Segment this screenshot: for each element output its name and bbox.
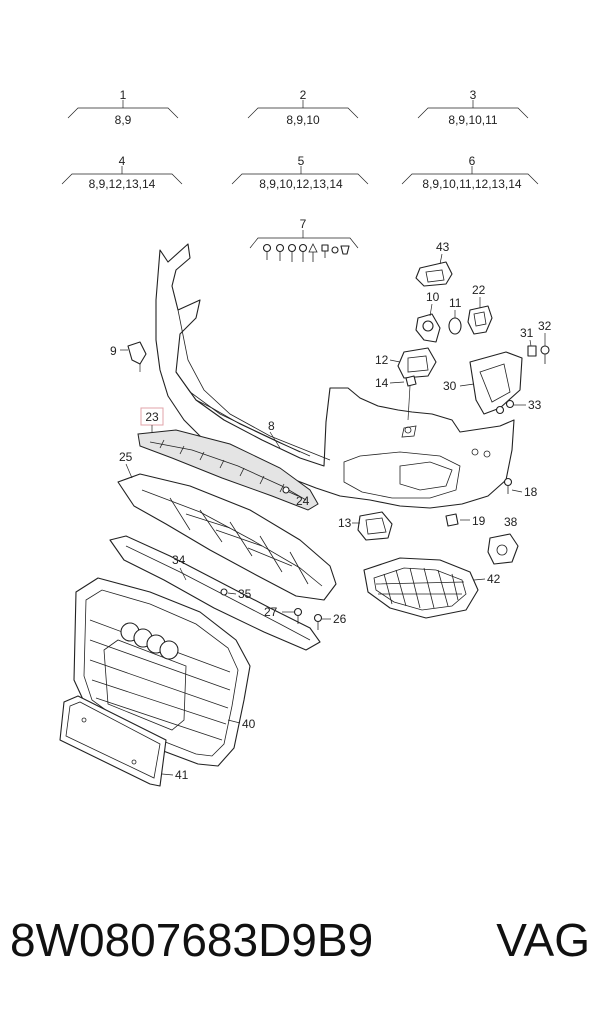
footer: 8W0807683D9B9 VAG (10, 905, 590, 975)
screw-32: 32 (538, 319, 552, 364)
callout-22: 22 (472, 283, 486, 297)
callout-33: 33 (528, 398, 542, 412)
callout-13: 13 (338, 516, 352, 530)
callout-10: 10 (426, 290, 440, 304)
kit-3-items: 8,9,10,11 (448, 113, 497, 127)
bracket-22: 22 (467, 283, 493, 335)
kit-6-number: 6 (469, 154, 476, 168)
callout-35: 35 (238, 587, 252, 601)
spoiler-34: 34 (109, 535, 321, 651)
callout-18: 18 (524, 485, 538, 499)
clip-19: 19 (445, 513, 486, 528)
tow-cover-12: 12 (375, 347, 437, 379)
screw-27: 27 (264, 605, 303, 624)
kit-6: 6 8,9,10,11,12,13,14 (401, 154, 539, 191)
callout-11: 11 (449, 296, 462, 310)
screw-26: 26 (313, 612, 347, 630)
tow-cover-13: 13 (338, 511, 393, 541)
screw-icons (262, 243, 350, 262)
callout-14: 14 (375, 376, 389, 390)
sensor-ring-11: 11 (448, 296, 462, 335)
kit-3: 3 8,9,10,11 (417, 88, 529, 127)
callout-23: 23 (145, 410, 159, 424)
trim-43: 43 (415, 240, 453, 287)
kit-1-number: 1 (120, 88, 127, 102)
brand-label: VAG (496, 914, 590, 966)
sensor-10: 10 (415, 290, 441, 343)
fastener-kit-7: 7 (249, 217, 359, 262)
kit-3-number: 3 (470, 88, 477, 102)
callout-12: 12 (375, 353, 389, 367)
bracket-38: 38 (487, 515, 519, 565)
callout-32: 32 (538, 319, 552, 333)
screw-35: 35 (220, 587, 252, 601)
four-rings-logo (120, 622, 179, 660)
bracket-30: 30 (443, 351, 523, 415)
air-guide-25: 25 (117, 450, 337, 601)
parts-diagram: 1 8,9 2 8,9,10 3 8,9,10,11 4 8,9,12,13,1… (59, 88, 552, 787)
callout-27: 27 (264, 605, 278, 619)
screw-24: 24 (282, 486, 310, 508)
kit-2-number: 2 (300, 88, 307, 102)
callout-31: 31 (520, 326, 534, 340)
callout-42: 42 (487, 572, 501, 586)
callout-34: 34 (172, 553, 186, 567)
callout-25: 25 (119, 450, 133, 464)
callout-9: 9 (110, 344, 117, 358)
kit-1: 1 8,9 (67, 88, 179, 127)
callout-24: 24 (296, 494, 310, 508)
clip-14: 14 (375, 375, 417, 421)
callout-43: 43 (436, 240, 450, 254)
clips-33: 33 (495, 398, 542, 415)
kit-4-items: 8,9,12,13,14 (89, 177, 156, 191)
callout-26: 26 (333, 612, 347, 626)
kit-4-number: 4 (119, 154, 126, 168)
kit-2: 2 8,9,10 (247, 88, 359, 127)
callout-7: 7 (300, 217, 307, 231)
grille-support-23: 23 (137, 407, 319, 511)
part-number: 8W0807683D9B9 (10, 914, 374, 966)
callout-8: 8 (268, 419, 275, 433)
kit-5-items: 8,9,10,12,13,14 (259, 177, 343, 191)
callout-30: 30 (443, 379, 457, 393)
kit-5: 5 8,9,10,12,13,14 (231, 154, 369, 191)
clip-9: 9 (110, 341, 147, 372)
callout-41: 41 (175, 768, 189, 782)
grommet-31: 31 (520, 326, 537, 357)
kit-6-items: 8,9,10,11,12,13,14 (422, 177, 522, 191)
callout-40: 40 (242, 717, 256, 731)
screw-18: 18 (503, 477, 538, 499)
fog-grille-42: 42 (363, 557, 501, 619)
kit-2-items: 8,9,10 (286, 113, 320, 127)
callout-19: 19 (472, 514, 486, 528)
plate-base-41: 41 (59, 695, 189, 787)
callout-38: 38 (504, 515, 518, 529)
kit-5-number: 5 (298, 154, 305, 168)
kit-4: 4 8,9,12,13,14 (61, 154, 183, 191)
kit-1-items: 8,9 (115, 113, 132, 127)
